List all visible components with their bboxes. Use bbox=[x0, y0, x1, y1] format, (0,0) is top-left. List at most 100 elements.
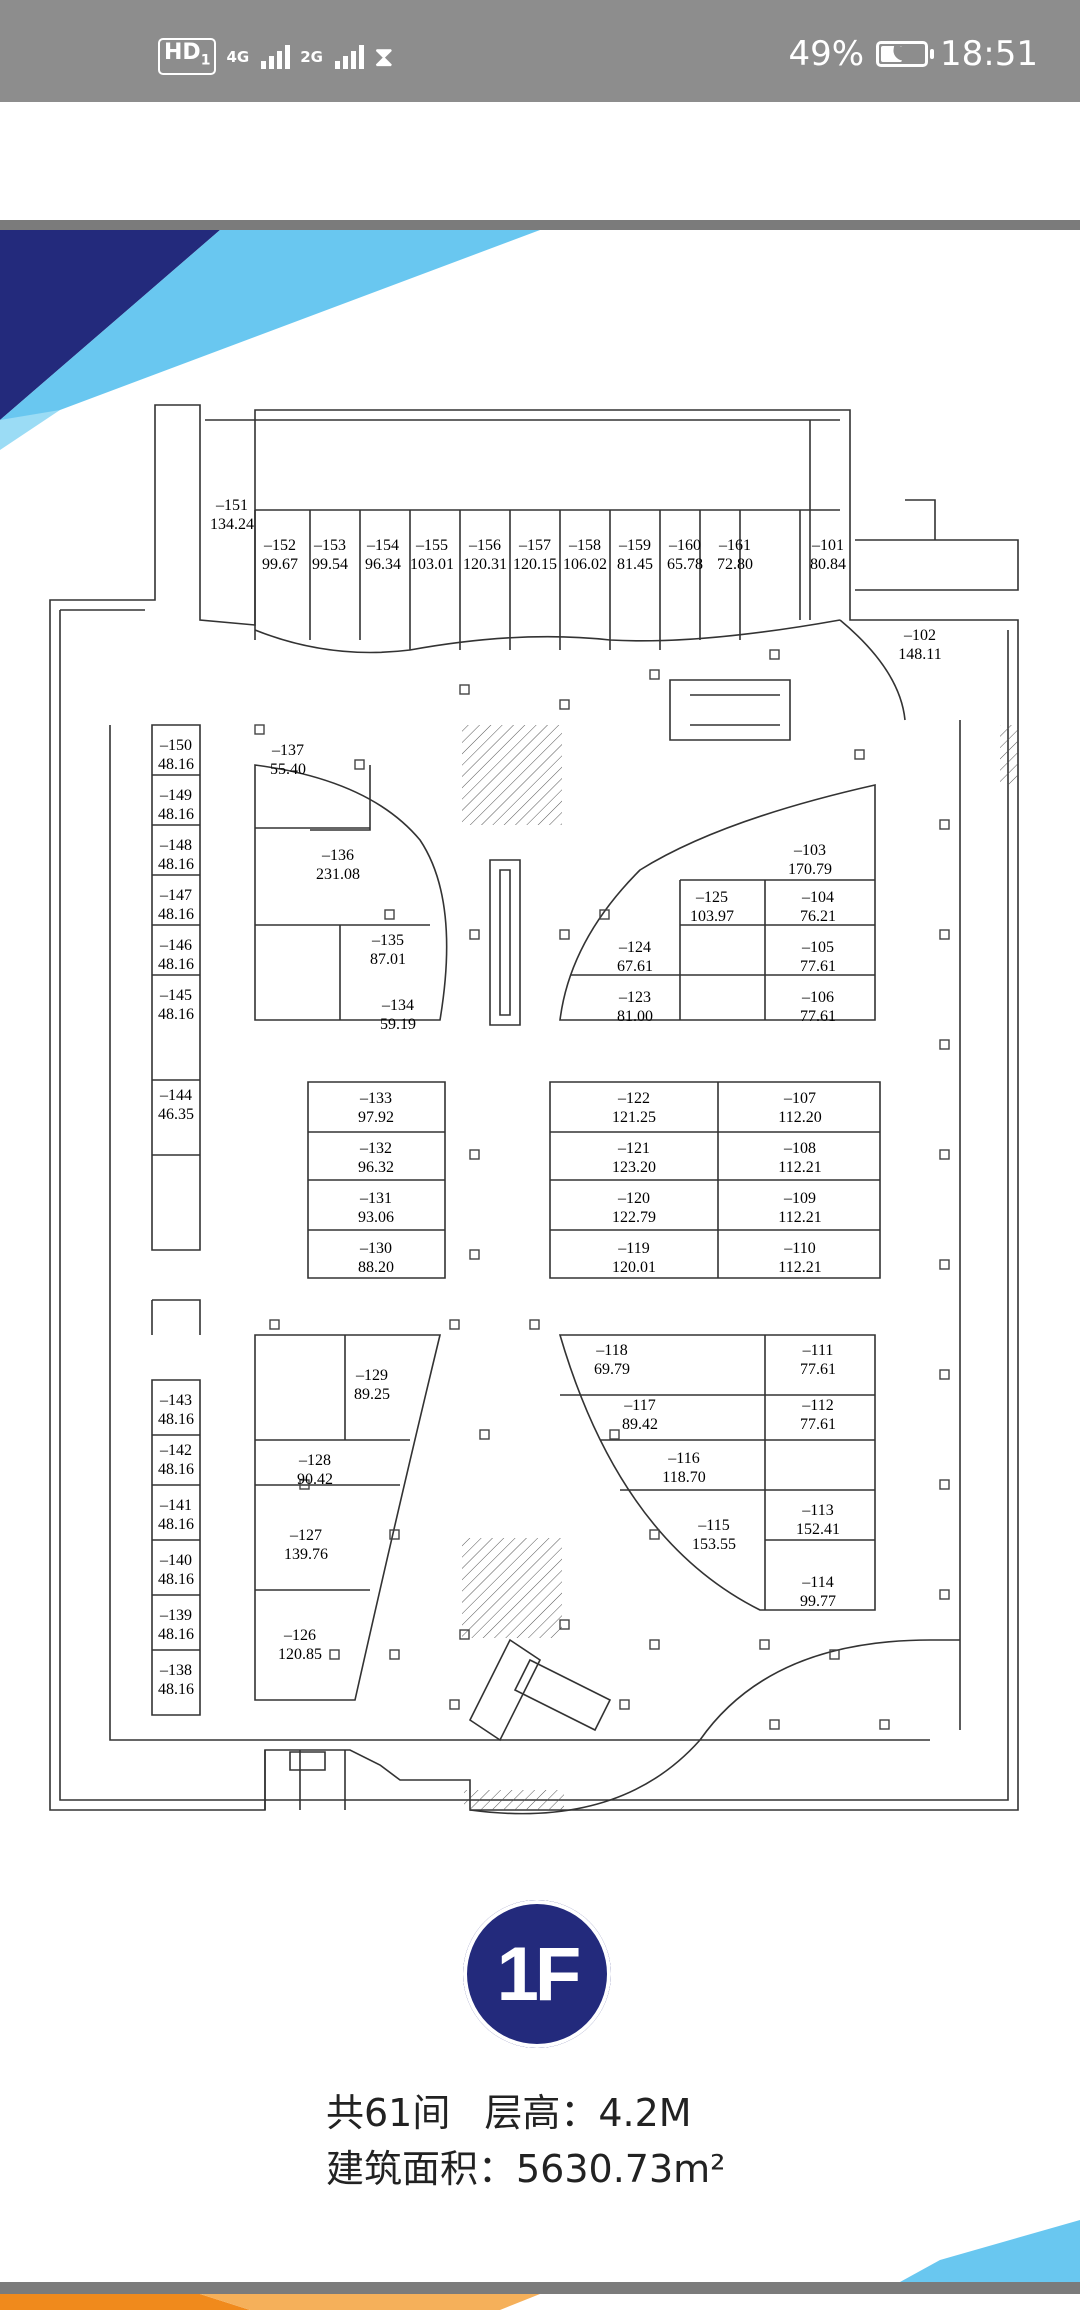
unit-number: –115 bbox=[697, 1517, 729, 1534]
unit-number: –157 bbox=[518, 537, 551, 554]
unit-area: 103.97 bbox=[690, 908, 734, 925]
unit-area: 93.06 bbox=[358, 1209, 394, 1226]
unit-number: –131 bbox=[359, 1190, 392, 1207]
unit-number: –134 bbox=[381, 997, 414, 1014]
unit-number: –160 bbox=[668, 537, 701, 554]
unit-number: –114 bbox=[801, 1574, 833, 1591]
unit-number: –158 bbox=[568, 537, 601, 554]
unit-number: –137 bbox=[271, 742, 304, 759]
unit-area: 112.21 bbox=[778, 1159, 821, 1176]
hourglass-icon: ⧗ bbox=[373, 39, 394, 73]
unit-number: –127 bbox=[289, 1527, 322, 1544]
unit-area: 170.79 bbox=[788, 861, 832, 878]
unit-area: 80.84 bbox=[810, 556, 846, 573]
caption-line-1: 共61间层高：4.2M bbox=[326, 2082, 692, 2137]
unit-number: –144 bbox=[159, 1087, 192, 1104]
column-marker bbox=[254, 724, 265, 735]
unit-area: 89.25 bbox=[354, 1386, 390, 1403]
unit-count: 共61间 bbox=[326, 2091, 451, 2135]
unit-area: 120.01 bbox=[612, 1259, 656, 1276]
unit-number: –145 bbox=[159, 987, 192, 1004]
unit-number: –103 bbox=[793, 842, 826, 859]
floor-plan: –151134.24–15299.67–15399.54–15496.34–15… bbox=[0, 230, 1080, 2310]
unit-number: –113 bbox=[801, 1502, 833, 1519]
unit-area: 77.61 bbox=[800, 1008, 836, 1025]
unit-area: 99.67 bbox=[262, 556, 298, 573]
building-area: 建筑面积：5630.73m² bbox=[326, 2147, 726, 2191]
hd-icon: HD1 bbox=[158, 38, 217, 76]
plan-outline bbox=[49, 404, 1019, 1815]
unit-number: –116 bbox=[667, 1450, 699, 1467]
column-marker bbox=[939, 819, 950, 830]
column-marker bbox=[759, 1639, 770, 1650]
unit-area: 76.21 bbox=[800, 908, 836, 925]
hd-label: HD bbox=[164, 40, 201, 65]
unit-area: 112.21 bbox=[778, 1259, 821, 1276]
unit-number: –112 bbox=[801, 1397, 833, 1414]
column-marker bbox=[939, 1369, 950, 1380]
light-corner-shape bbox=[0, 410, 60, 450]
top-rule bbox=[0, 220, 1080, 230]
unit-area: 90.42 bbox=[297, 1471, 333, 1488]
status-bar: HD1 4G 2G ⧗ 49% 18:51 bbox=[0, 0, 1080, 102]
unit-number: –149 bbox=[159, 787, 192, 804]
unit-number: –118 bbox=[595, 1342, 627, 1359]
column-marker bbox=[469, 929, 480, 940]
unit-number: –111 bbox=[802, 1342, 834, 1359]
column-marker bbox=[329, 1649, 340, 1660]
unit-number: –124 bbox=[618, 939, 651, 956]
unit-number: –119 bbox=[617, 1240, 649, 1257]
sim1-label: 1 bbox=[200, 52, 211, 69]
unit-number: –132 bbox=[359, 1140, 392, 1157]
unit-area: 96.34 bbox=[365, 556, 401, 573]
unit-number: –102 bbox=[903, 627, 936, 644]
column-marker bbox=[354, 759, 365, 770]
unit-number: –123 bbox=[618, 989, 651, 1006]
unit-area: 148.11 bbox=[898, 646, 941, 663]
column-marker bbox=[939, 1149, 950, 1160]
unit-area: 120.15 bbox=[513, 556, 557, 573]
unit-area: 152.41 bbox=[796, 1521, 840, 1538]
unit-area: 112.20 bbox=[778, 1109, 821, 1126]
unit-area: 77.61 bbox=[800, 1416, 836, 1433]
unit-number: –147 bbox=[159, 887, 192, 904]
column-marker bbox=[269, 1319, 280, 1330]
unit-area: 59.19 bbox=[380, 1016, 416, 1033]
unit-area: 120.31 bbox=[463, 556, 507, 573]
unit-number: –104 bbox=[801, 889, 834, 906]
unit-area: 77.61 bbox=[800, 958, 836, 975]
floor-height: 层高：4.2M bbox=[484, 2091, 692, 2135]
unit-area: 69.79 bbox=[594, 1361, 630, 1378]
status-right: 49% 18:51 bbox=[788, 34, 1038, 74]
column-marker bbox=[599, 909, 610, 920]
column-marker bbox=[529, 1319, 540, 1330]
signal-icon bbox=[334, 44, 364, 69]
unit-area: 106.02 bbox=[563, 556, 607, 573]
unit-area: 48.16 bbox=[158, 806, 194, 823]
unit-area: 123.20 bbox=[612, 1159, 656, 1176]
unit-area: 99.77 bbox=[800, 1593, 836, 1610]
unit-number: –125 bbox=[695, 889, 728, 906]
column-marker bbox=[449, 1319, 460, 1330]
unit-number: –140 bbox=[159, 1552, 192, 1569]
unit-area: 48.16 bbox=[158, 756, 194, 773]
unit-area: 48.16 bbox=[158, 906, 194, 923]
unit-area: 96.32 bbox=[358, 1159, 394, 1176]
bottom-rule bbox=[0, 2282, 1080, 2294]
unit-number: –141 bbox=[159, 1497, 192, 1514]
unit-number: –143 bbox=[159, 1392, 192, 1409]
unit-area: 88.20 bbox=[358, 1259, 394, 1276]
unit-area: 122.79 bbox=[612, 1209, 656, 1226]
column-marker bbox=[389, 1649, 400, 1660]
unit-number: –126 bbox=[283, 1627, 316, 1644]
column-marker bbox=[449, 1699, 460, 1710]
unit-area: 118.70 bbox=[662, 1469, 705, 1486]
orange-stripe-light bbox=[200, 2294, 540, 2310]
unit-number: –154 bbox=[366, 537, 399, 554]
unit-number: –110 bbox=[783, 1240, 815, 1257]
unit-number: –152 bbox=[263, 537, 296, 554]
unit-number: –156 bbox=[468, 537, 501, 554]
unit-labels: –151134.24–15299.67–15399.54–15496.34–15… bbox=[158, 497, 942, 1698]
unit-area: 153.55 bbox=[692, 1536, 736, 1553]
unit-number: –129 bbox=[355, 1367, 388, 1384]
